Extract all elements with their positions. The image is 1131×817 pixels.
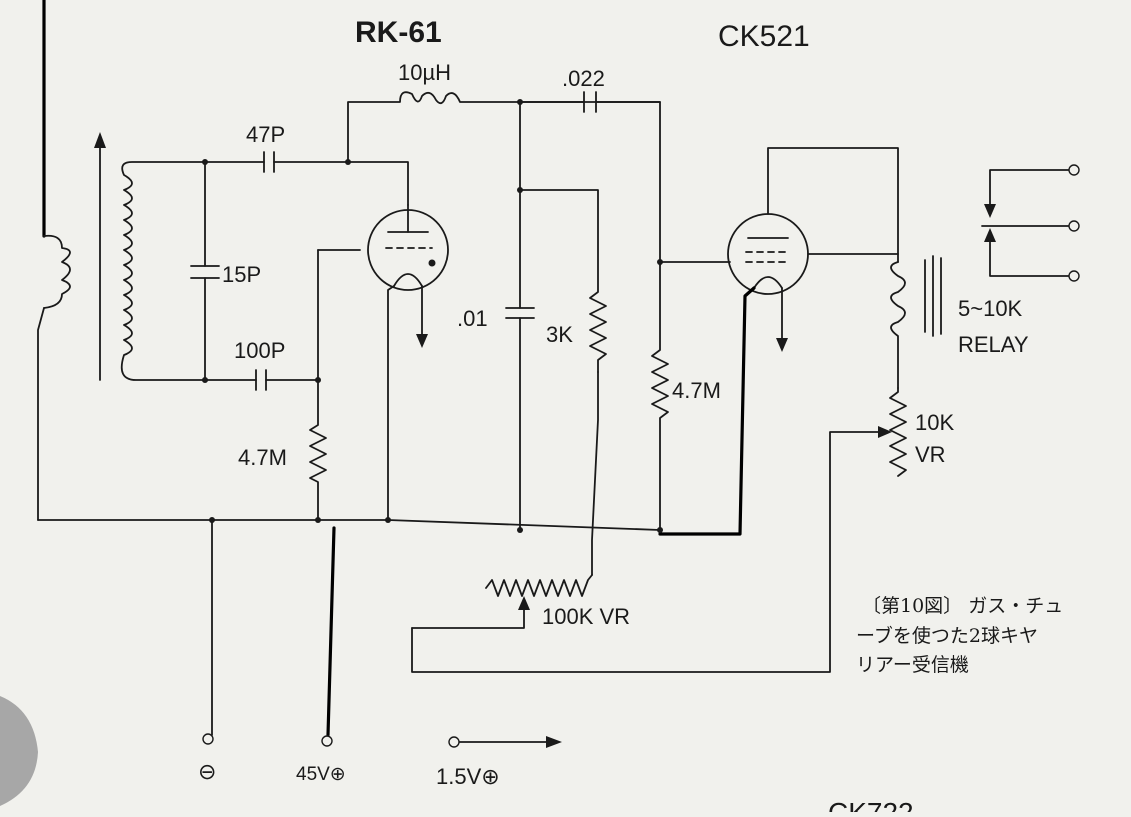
resistor-3k [519, 189, 607, 576]
label-47p: 47P [246, 122, 285, 147]
tube-rk61 [367, 204, 449, 521]
label-inductor: 10µH [398, 60, 451, 85]
vr-100k [411, 426, 892, 673]
junction-dots [202, 99, 663, 533]
label-relay-value: 5~10K [958, 296, 1023, 321]
label-res-4-7m-left: 4.7M [238, 445, 287, 470]
label-vr10k-value: 10K [915, 410, 954, 435]
capacitor-01 [505, 101, 535, 531]
ground-bus [37, 519, 661, 748]
antenna [37, 0, 71, 521]
caption-line-1: 〔第10図〕 ガス・チュ [862, 595, 1063, 617]
capacitor-022 [519, 91, 661, 266]
label-01: .01 [457, 306, 488, 331]
tuning-coil [94, 132, 206, 381]
caption-line-3: リアー受信機 [856, 654, 969, 676]
label-100p: 100P [234, 338, 285, 363]
label-vr10k: VR [915, 442, 946, 467]
capacitor-47p [204, 151, 349, 173]
label-coupling-cap: .022 [562, 66, 605, 91]
terminal-minus: ⊖ [198, 759, 216, 784]
halftone-corner [0, 696, 38, 806]
inductor-10uh [347, 91, 661, 206]
fragment-ck722: CK722 [828, 797, 914, 812]
tube-ck521 [658, 147, 899, 536]
vr-10k [889, 387, 907, 477]
label-vr100k: 100K VR [542, 604, 630, 629]
label-15p: 15P [222, 262, 261, 287]
caption-line-2: ーブを使つた2球キヤ [856, 624, 1038, 647]
tube-label-rk61: RK-61 [355, 16, 442, 49]
tube-label-ck521: CK521 [718, 20, 810, 53]
terminal-45v: 45V⊕ [296, 764, 346, 785]
resistor-4-7m-right [651, 261, 731, 531]
capacitor-100p [204, 369, 319, 391]
label-3k: 3K [546, 322, 573, 347]
label-res-4-7m-right: 4.7M [672, 378, 721, 403]
label-relay: RELAY [958, 332, 1029, 357]
relay [890, 164, 1080, 389]
resistor-4-7m-left [309, 249, 361, 521]
capacitor-15p [190, 161, 220, 381]
terminal-1-5v: 1.5V⊕ [436, 764, 500, 789]
